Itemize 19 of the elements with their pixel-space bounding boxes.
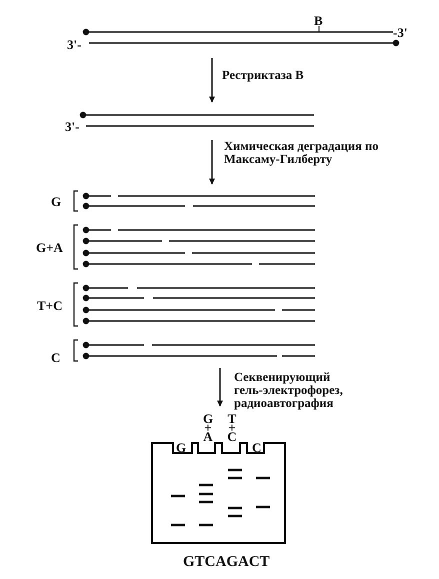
strand-end-label: 3'- bbox=[65, 120, 80, 133]
lane-label: C bbox=[252, 441, 262, 454]
group-label: T+C bbox=[37, 299, 62, 312]
lane-label: G + A bbox=[203, 414, 213, 441]
edge-label: Рестриктаза В bbox=[222, 69, 305, 82]
strand-end-label: 3'- bbox=[67, 38, 82, 51]
edge-label: Химическая деградация по Максаму-Гилберту bbox=[224, 140, 379, 166]
site-label: В bbox=[314, 14, 323, 27]
lane-label: G bbox=[176, 441, 186, 454]
arrow bbox=[209, 140, 215, 185]
sequence-label: GTCAGACT bbox=[183, 556, 270, 569]
edge-label: Секвенирующий гель-электрофорез, радиоавтография bbox=[234, 371, 344, 410]
arrow bbox=[217, 368, 223, 407]
lane-label: T + C bbox=[227, 414, 237, 441]
strand-end-label: -3' bbox=[393, 26, 408, 39]
group-label: C bbox=[51, 351, 60, 364]
group-label: G bbox=[51, 195, 62, 208]
group-label: G+A bbox=[36, 241, 63, 254]
arrow bbox=[209, 58, 215, 103]
